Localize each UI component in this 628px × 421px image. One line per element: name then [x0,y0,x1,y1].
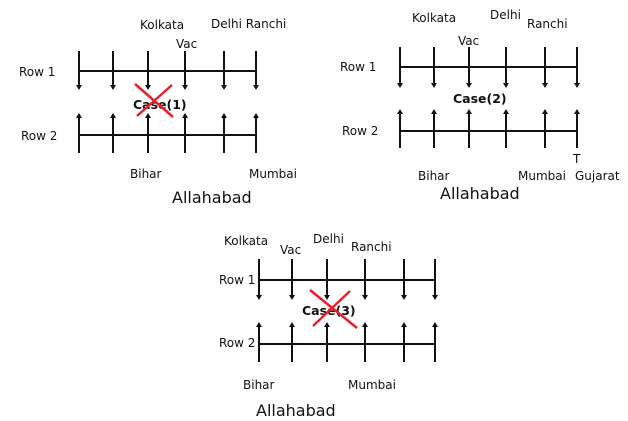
arrow-up-icon [542,109,548,114]
arrow-up-icon [432,322,438,327]
row2-label: Row 2 [21,129,57,143]
bottom-label: Mumbai [249,167,297,181]
row2-label: Row 2 [342,124,378,138]
cross-mark [134,83,174,118]
arrow-up-icon [76,113,82,118]
arrow-down-icon [466,83,472,88]
bottom-label: Bihar [130,167,162,181]
case-3-rows [256,259,438,362]
arrow-up-icon [397,109,403,114]
top-label: Kolkata [224,234,268,248]
arrow-up-icon [401,322,407,327]
arrow-up-icon [324,322,330,327]
arrow-down-icon [182,85,188,90]
case-1-rows [76,51,259,153]
arrow-down-icon [76,85,82,90]
case-title: Case(2) [453,91,507,106]
top-label: Vac [458,34,479,48]
bottom-label: T [572,152,581,166]
row1-label: Row 1 [340,60,376,74]
arrow-up-icon [253,113,259,118]
bottom-label: Mumbai [348,378,396,392]
arrow-down-icon [397,83,403,88]
arrow-down-icon [362,295,368,300]
case-1: Row 1 Row 2 Kolkata Vac Delhi Ranchi Cas… [19,17,297,207]
top-label: Ranchi [527,17,568,31]
arrow-down-icon [542,83,548,88]
city-label: Allahabad [440,184,520,203]
top-label: Kolkata [412,11,456,25]
case-2-rows [397,47,580,148]
top-label: Vac [280,243,301,257]
arrow-down-icon [432,295,438,300]
arrow-down-icon [503,83,509,88]
row1-label: Row 1 [19,65,55,79]
case-2: Row 1 Row 2 Kolkata Vac Delhi Ranchi Cas… [340,8,620,203]
bottom-label: Bihar [243,378,275,392]
arrow-down-icon [145,85,151,90]
top-label: Delhi [313,232,344,246]
arrow-up-icon [221,113,227,118]
arrow-down-icon [253,85,259,90]
top-label: Delhi [490,8,521,22]
arrow-up-icon [431,109,437,114]
arrow-down-icon [324,295,330,300]
row2-label: Row 2 [219,336,255,350]
bottom-label: Mumbai [518,169,566,183]
arrow-down-icon [431,83,437,88]
arrow-up-icon [289,322,295,327]
city-label: Allahabad [172,188,252,207]
arrow-up-icon [466,109,472,114]
arrow-down-icon [110,85,116,90]
arrow-up-icon [256,322,262,327]
arrow-up-icon [182,113,188,118]
arrow-up-icon [362,322,368,327]
bottom-label: Bihar [418,169,450,183]
arrow-up-icon [503,109,509,114]
case-3: Row 1 Row 2 Kolkata Vac Delhi Ranchi Cas… [219,232,396,420]
arrow-down-icon [401,295,407,300]
row1-label: Row 1 [219,273,255,287]
arrow-up-icon [110,113,116,118]
city-label: Allahabad [256,401,336,420]
arrow-up-icon [145,113,151,118]
arrow-down-icon [574,83,580,88]
top-label: Ranchi [351,240,392,254]
cross-mark [309,289,358,329]
top-label: Delhi Ranchi [211,17,286,31]
arrow-down-icon [289,295,295,300]
top-label: Vac [176,37,197,51]
arrow-down-icon [221,85,227,90]
arrow-up-icon [574,109,580,114]
bottom-label: Gujarat [575,169,620,183]
top-label: Kolkata [140,18,184,32]
arrow-down-icon [256,295,262,300]
